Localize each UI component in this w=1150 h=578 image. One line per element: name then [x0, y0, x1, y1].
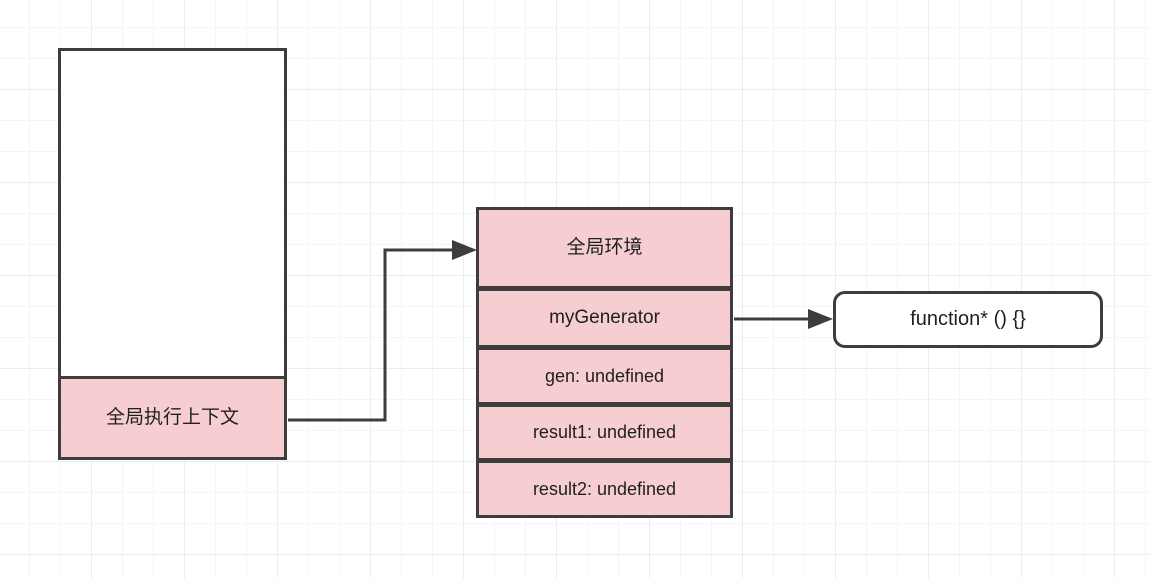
- environment-row-label: 全局环境: [566, 237, 643, 259]
- global-environment-stack: 全局环境 myGenerator gen: undefined result1:…: [476, 207, 733, 518]
- function-object-node[interactable]: function* () {}: [833, 291, 1103, 348]
- arrowhead-icon: [452, 240, 477, 260]
- environment-row-label: result1: undefined: [532, 422, 677, 443]
- call-stack-container: 全局执行上下文: [58, 48, 287, 460]
- environment-row-result1[interactable]: result1: undefined: [476, 404, 733, 461]
- environment-row-label: myGenerator: [549, 307, 660, 329]
- call-stack-empty-area: [61, 51, 284, 379]
- environment-row-result2[interactable]: result2: undefined: [476, 460, 733, 518]
- call-stack-frame-global-execution-context[interactable]: 全局执行上下文: [58, 376, 287, 460]
- environment-row-gen[interactable]: gen: undefined: [476, 347, 733, 405]
- environment-row-mygenerator[interactable]: myGenerator: [476, 288, 733, 348]
- environment-row-label: result2: undefined: [532, 478, 677, 499]
- environment-row-label: gen: undefined: [544, 365, 665, 386]
- edge-stack-to-environment: [288, 240, 477, 422]
- call-stack-frame-label: 全局执行上下文: [105, 407, 239, 429]
- function-object-label: function* () {}: [910, 308, 1026, 330]
- edge-mygenerator-to-function: [734, 309, 833, 329]
- arrowhead-icon: [808, 309, 833, 329]
- environment-row-global-environment[interactable]: 全局环境: [476, 207, 733, 289]
